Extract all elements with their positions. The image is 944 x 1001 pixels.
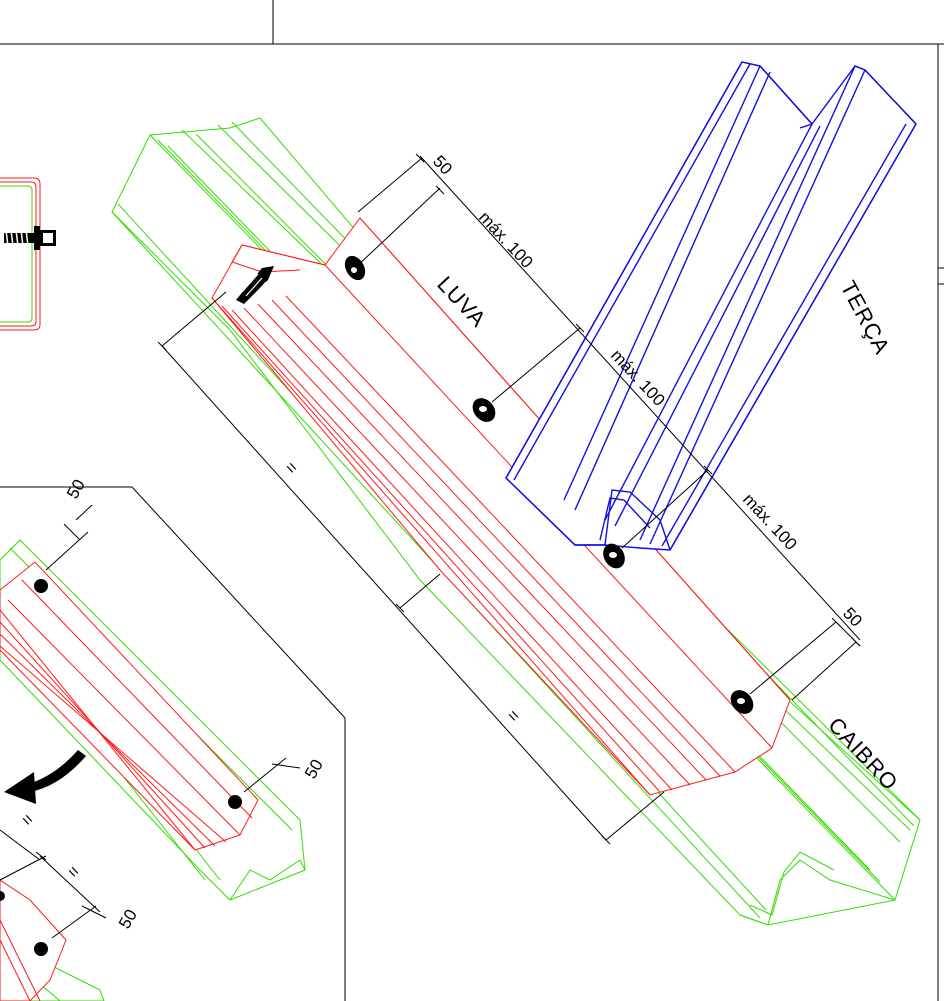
screw-head-icon (603, 543, 625, 569)
label-terca: TERÇA (836, 277, 895, 359)
dim-equal-1: = (281, 458, 302, 478)
screw-head-icon (34, 579, 48, 593)
screw-head-icon (730, 690, 754, 714)
screw-head-icon (0, 891, 5, 901)
leader-lines (354, 187, 837, 695)
detail-dim-equal-1: = (17, 810, 38, 830)
terca-purlin (505, 61, 917, 551)
dim-equal-2: = (503, 706, 524, 726)
screw-head-icon (34, 942, 48, 956)
screw-head-icon (228, 795, 242, 809)
dim-end-gap-bottom: 50 (839, 604, 866, 631)
splice-detail-panel: 50 50 50 = = (0, 476, 346, 1001)
main-assembly: 50 máx. 100 máx. 100 máx. 100 50 = = LUV… (111, 61, 921, 926)
dim-max-spacing-3: máx. 100 (739, 490, 801, 554)
dim-end-gap-top: 50 (429, 152, 456, 179)
curved-arrow-icon (4, 750, 86, 804)
screw-detail (0, 177, 56, 331)
detail-dim-right: 50 (301, 756, 327, 782)
detail-dim-bottom: 50 (115, 906, 141, 932)
detail-dim-equal-2: = (63, 862, 84, 882)
screw-side-icon (236, 266, 274, 304)
dim-max-spacing-1: máx. 100 (475, 208, 537, 272)
screw-icon (4, 226, 56, 250)
detail-dim-top: 50 (63, 476, 89, 502)
screw-head-icon (472, 398, 496, 422)
fasteners (236, 255, 754, 714)
